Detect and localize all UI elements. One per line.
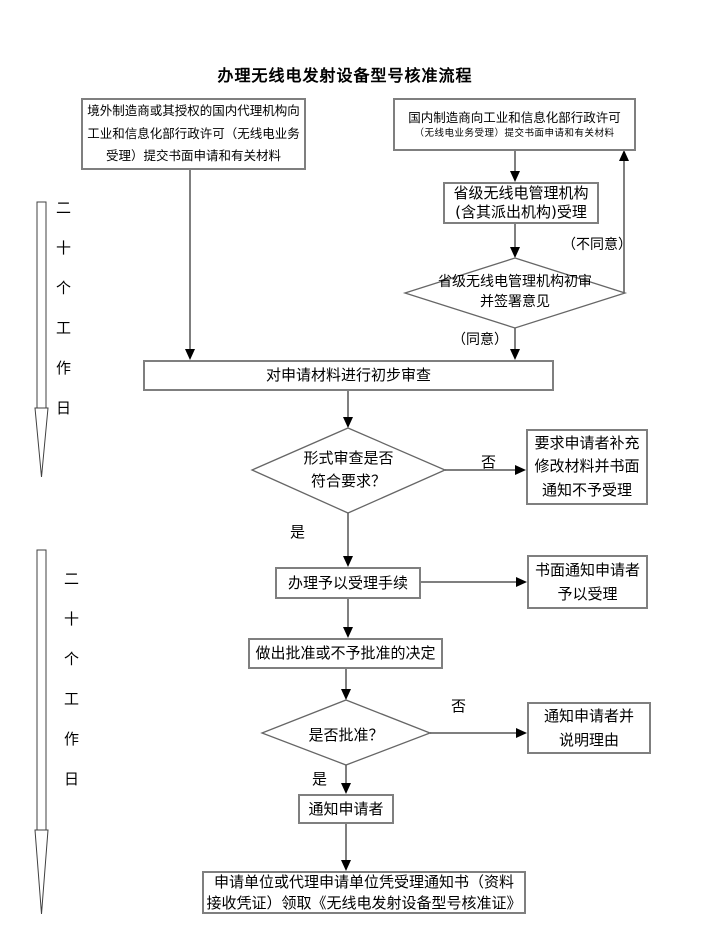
domestic-application-box: 国内制造商向工业和信息化部行政许可 （无线电业务受理）提交书面申请和有关材料 [393,98,636,151]
timeline-arrows [34,201,49,915]
timeline-arrow-lower-head-icon [34,829,49,915]
arrowhead-down-icon [341,783,351,794]
supplement-materials-box: 要求申请者补充 修改材料并书面 通知不予受理 [526,429,648,505]
timeline-label-upper: 二十个工作日 [54,200,72,440]
page-title: 办理无线电发射设备型号核准流程 [217,66,473,85]
arrowhead-right-icon [516,728,527,738]
notify-reason-box: 通知申请者并 说明理由 [527,702,651,754]
timeline-arrow-upper-head-icon [34,407,49,478]
arrowhead-right-icon [516,577,527,587]
timeline-arrow-upper-shaft [36,201,47,409]
foreign-application-box: 境外制造商或其授权的国内代理机构向 工业和信息化部行政许可（无线电业务 受理）提… [81,98,306,170]
provincial-review-diamond-label: 省级无线电管理机构初审 并签署意见 [438,274,592,311]
provincial-review-diamond-shape [402,257,628,329]
provincial-agency-box: 省级无线电管理机构 (含其派出机构)受理 [443,182,599,224]
diamond-shapes [250,257,628,766]
arrowhead-down-icon [510,171,520,182]
format-check-diamond-label: 形式审查是否 符合要求？ [303,449,394,490]
notify-acceptance-box: 书面通知申请者 予以受理 [527,555,648,609]
approve-diamond-label: 是否批准？ [308,726,384,744]
initial-review-box: 对申请材料进行初步审查 [143,360,554,391]
domestic-application-line2: （无线电业务受理）提交书面申请和有关材料 [414,127,615,139]
arrowheads [185,150,629,871]
notify-applicant-box: 通知申请者 [298,794,394,824]
connector-lines [189,150,625,863]
disagree-label: （不同意） [562,237,632,253]
arrowhead-down-icon [343,627,353,638]
yes-label-format-check: 是 [290,523,306,541]
domestic-application-line1: 国内制造商向工业和信息化部行政许可 [408,109,621,125]
approve-diamond-shape [260,699,432,766]
arrowhead-down-icon [510,247,520,258]
timeline-label-lower: 二十个工作日 [62,571,80,811]
format-check-diamond-shape [250,427,447,514]
arrowhead-up-icon [619,150,629,161]
arrowhead-down-icon [343,417,353,428]
arrowhead-down-icon [185,349,195,360]
arrowhead-down-icon [341,860,351,871]
final-certificate-box: 申请单位或代理申请单位凭受理通知书（资料 接收凭证）领取《无线电发射设备型号核准… [202,871,526,914]
accept-procedure-box: 办理予以受理手续 [275,567,421,599]
decision-box: 做出批准或不予批准的决定 [248,638,443,669]
agree-label: （同意） [452,332,508,348]
arrowhead-right-icon [515,465,526,475]
timeline-arrow-lower-shaft [36,549,47,831]
no-label-approve: 否 [451,697,467,715]
arrowhead-down-icon [341,689,351,700]
yes-label-approve: 是 [312,770,328,788]
arrowhead-down-icon [343,556,353,567]
arrowhead-down-icon [510,349,520,360]
no-label-format-check: 否 [481,453,497,471]
